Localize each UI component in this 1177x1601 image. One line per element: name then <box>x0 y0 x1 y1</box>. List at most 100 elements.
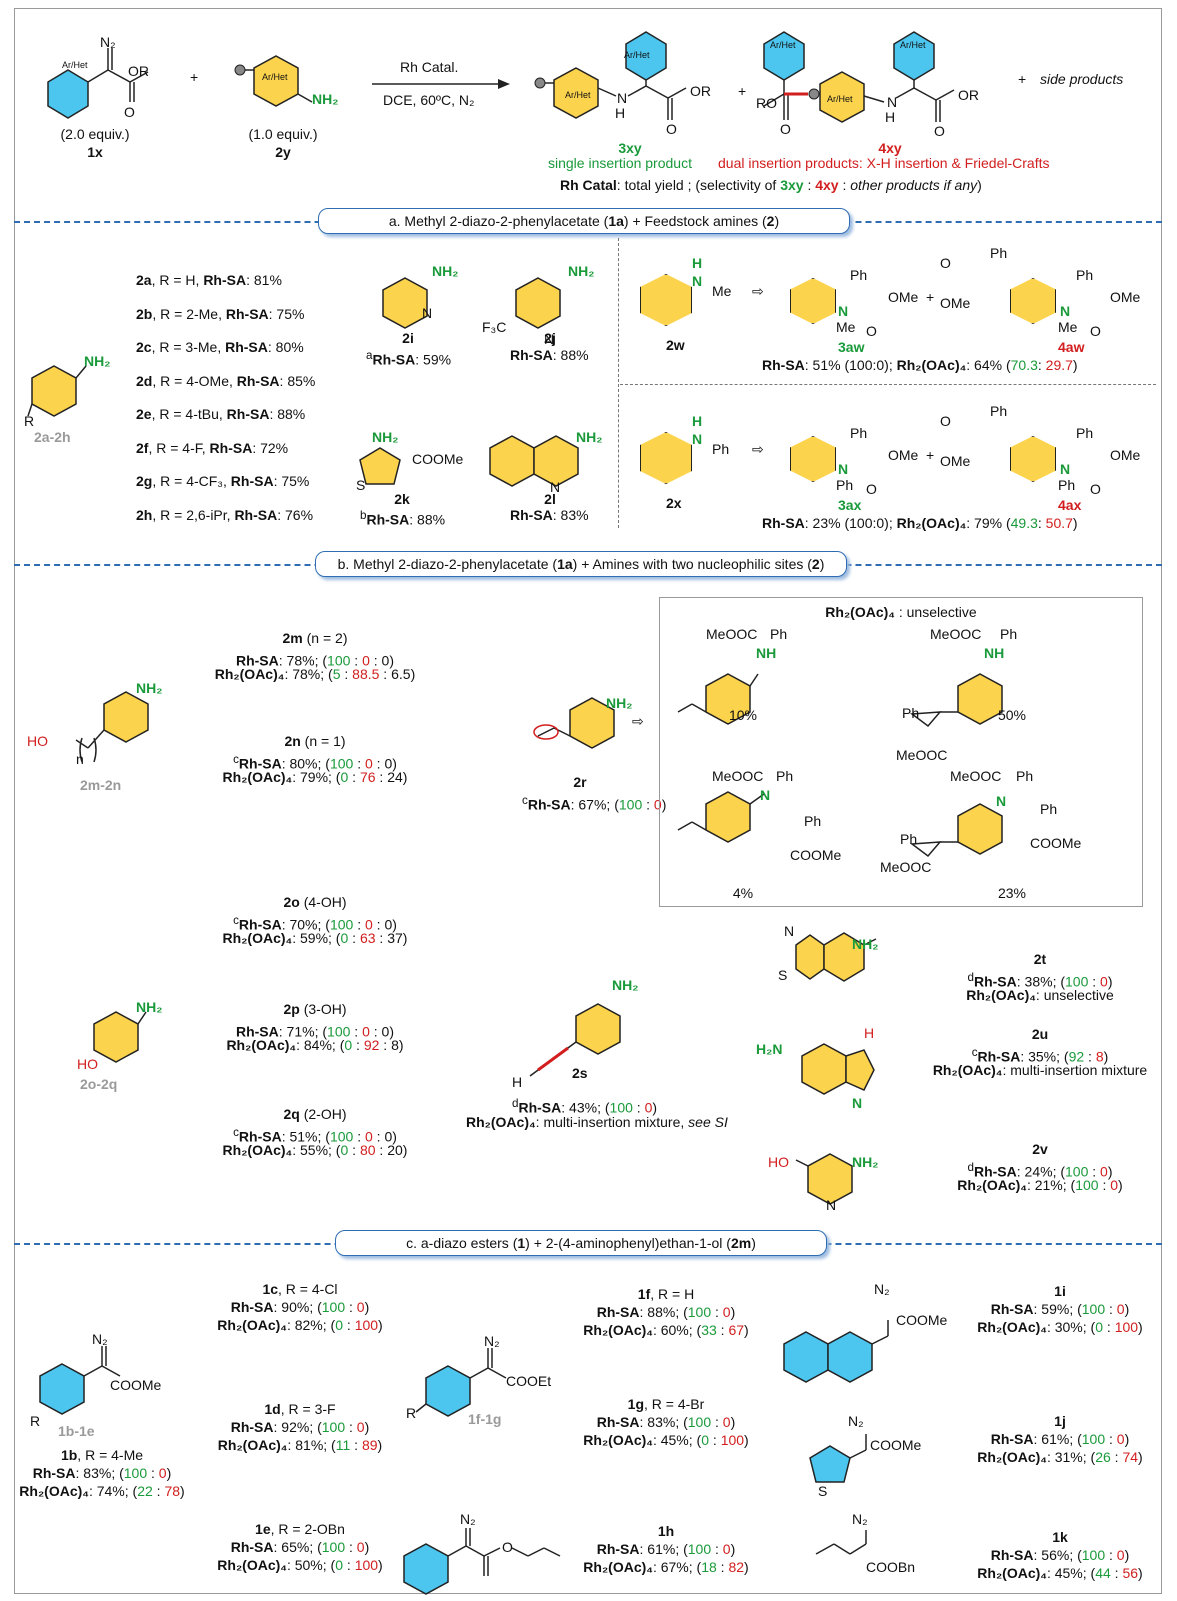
ester-label: OMe <box>1110 447 1141 463</box>
n-atom: N <box>1060 303 1071 319</box>
entry-rh2: Rh₂(OAc)₄: 59%; (0 : 63 : 37) <box>222 930 408 946</box>
aryl-diazoester-1f-1g <box>415 1348 507 1417</box>
box-atom-label: COOMe <box>1030 835 1082 851</box>
product-id: 3ax <box>838 497 862 513</box>
entry-rh2: Rh₂(OAc)₄: 21%; (100 : 0) <box>957 1177 1123 1193</box>
plus-sign: + <box>926 289 935 305</box>
naphthyl-diazoester-1i <box>783 1320 889 1383</box>
product-3xy-desc: single insertion product <box>548 155 692 171</box>
substituent-label: Me <box>712 283 732 299</box>
r-label: R <box>30 1413 41 1429</box>
conditions-label: DCE, 60ºC, N₂ <box>383 92 475 108</box>
ester-label: OMe <box>940 295 971 311</box>
box-atom-label: MeOOC <box>950 768 1002 784</box>
n-atom: N <box>826 1197 837 1213</box>
yield-2l: Rh-SA: 83% <box>510 507 589 523</box>
entry-rh2: Rh₂(OAc)₄: 84%; (0 : 92 : 8) <box>226 1037 404 1053</box>
entry-id: 2m (n = 2) <box>282 630 348 646</box>
reagent2-equiv: (1.0 equiv.) <box>248 126 318 142</box>
entry-rhsa: Rh-SA: 78%; (100 : 0 : 0) <box>235 652 394 669</box>
h2n-label: H₂N <box>756 1041 783 1057</box>
reagent1-equiv: (2.0 equiv.) <box>60 126 130 142</box>
hydroxymethylaminopyridine-2v <box>795 1153 853 1205</box>
entry-id: 1g, R = 4-Br <box>627 1396 705 1412</box>
entry-rhsa: cRh-SA: 80%; (100 : 0 : 0) <box>233 753 397 772</box>
aminopyridine-2j <box>515 277 561 329</box>
n2-label: N₂ <box>92 1331 108 1347</box>
nh2-label: NH₂ <box>606 695 633 711</box>
box-atom-label: Ph <box>804 813 822 829</box>
diazoester-structure <box>47 48 149 119</box>
entry-rhsa: Rh-SA: 83%; (100 : 0) <box>32 1465 172 1481</box>
entry-rhsa: Rh-SA: 65%; (100 : 0) <box>230 1539 370 1555</box>
aniline-entry: 2a, R = H, Rh-SA: 81% <box>136 272 282 288</box>
section-divider-v <box>618 238 619 528</box>
entry-id: 1d, R = 3-F <box>264 1401 336 1417</box>
o-atom: O <box>940 413 951 429</box>
rh2-2s: Rh₂(OAc)₄: multi-insertion mixture, see … <box>466 1114 728 1130</box>
ester-label: COOMe <box>896 1312 948 1328</box>
substituent-label: Ph <box>712 441 730 457</box>
o-atom: O <box>1090 323 1101 339</box>
2r-products-structures <box>677 673 1003 858</box>
range-label: 1f-1g <box>468 1411 502 1427</box>
entry-id: 1e, R = 2-OBn <box>255 1521 345 1537</box>
product-percent: 4% <box>732 885 754 901</box>
ph-label: Ph <box>990 245 1008 261</box>
ester-label: OR <box>690 83 711 99</box>
ho-label: HO <box>77 1056 98 1072</box>
product-id: 4aw <box>1058 339 1085 355</box>
entry-rh2: Rh₂(OAc)₄: 82%; (0 : 100) <box>217 1317 383 1333</box>
entry-rhsa: dRh-SA: 24%; (100 : 0) <box>967 1161 1113 1180</box>
box-atom-label: Ph <box>1016 768 1034 784</box>
yield-2k: bRh-SA: 88% <box>360 509 446 528</box>
product-percent: 50% <box>997 707 1027 723</box>
aminophenol-structure <box>93 1011 147 1063</box>
ester-label: COOMe <box>412 451 464 467</box>
entry-rhsa: Rh-SA: 90%; (100 : 0) <box>230 1299 370 1315</box>
allyl-diazoester-1h <box>403 1528 561 1595</box>
product-4xy-structure <box>763 31 955 123</box>
ring-label: Ar/Het <box>62 60 88 70</box>
entry-rhsa: Rh-SA: 61%; (100 : 0) <box>990 1431 1130 1447</box>
entry-id: 1f, R = H <box>637 1286 695 1302</box>
rh2-product-box <box>659 597 1143 907</box>
entry-id: 2q (2-OH) <box>283 1106 347 1122</box>
range-label: 2a-2h <box>34 429 71 445</box>
product-id: 4ax <box>1058 497 1082 513</box>
n-atom: N <box>838 461 849 477</box>
h-atom: H <box>692 413 703 429</box>
aminobenzothiazole-2t <box>795 932 877 982</box>
reagent2-id: 2y <box>275 144 291 160</box>
product-percent: 10% <box>728 707 758 723</box>
amine-nh2: NH₂ <box>312 91 339 107</box>
ring-label: Ar/Het <box>262 72 288 82</box>
box-atom-label: Ph <box>902 705 920 721</box>
thienyl-diazoester-1j <box>809 1434 867 1483</box>
aniline-entry: 2e, R = 4-tBu, Rh-SA: 88% <box>136 406 306 422</box>
box-title: Rh₂(OAc)₄ : unselective <box>825 604 977 620</box>
entry-id: 1b, R = 4-Me <box>60 1447 144 1463</box>
entry-rh2: Rh₂(OAc)₄: 67%; (18 : 82) <box>583 1559 749 1575</box>
nh2-label: NH₂ <box>612 977 639 993</box>
yield-2j: Rh-SA: 88% <box>510 347 589 363</box>
o-atom: O <box>1090 481 1101 497</box>
h-atom: H <box>692 255 703 271</box>
plus-sign: + <box>738 83 747 99</box>
ester-label: OMe <box>888 447 919 463</box>
entry-id: 1j <box>1054 1413 1066 1429</box>
nh2-label: NH₂ <box>568 263 595 279</box>
h-atom: H <box>615 105 626 121</box>
entry-rhsa: cRh-SA: 51%; (100 : 0 : 0) <box>233 1126 397 1145</box>
n-atom: N <box>692 273 703 289</box>
entry-rh2: Rh₂(OAc)₄: 78%; (5 : 88.5 : 6.5) <box>214 666 416 682</box>
entry-rhsa: cRh-SA: 35%; (92 : 8) <box>971 1046 1109 1065</box>
hydroxyalkyl-aniline-structure <box>75 691 149 763</box>
yield-2s: dRh-SA: 43%; (100 : 0) <box>512 1097 658 1116</box>
ester-label: OR <box>128 63 149 79</box>
ester-label: OMe <box>888 289 919 305</box>
entry-id: 1h <box>657 1523 675 1539</box>
o-atom: O <box>866 481 877 497</box>
entry-rhsa: Rh-SA: 92%; (100 : 0) <box>230 1419 370 1435</box>
aniline-entry: 2f, R = 4-F, Rh-SA: 72% <box>136 439 289 456</box>
